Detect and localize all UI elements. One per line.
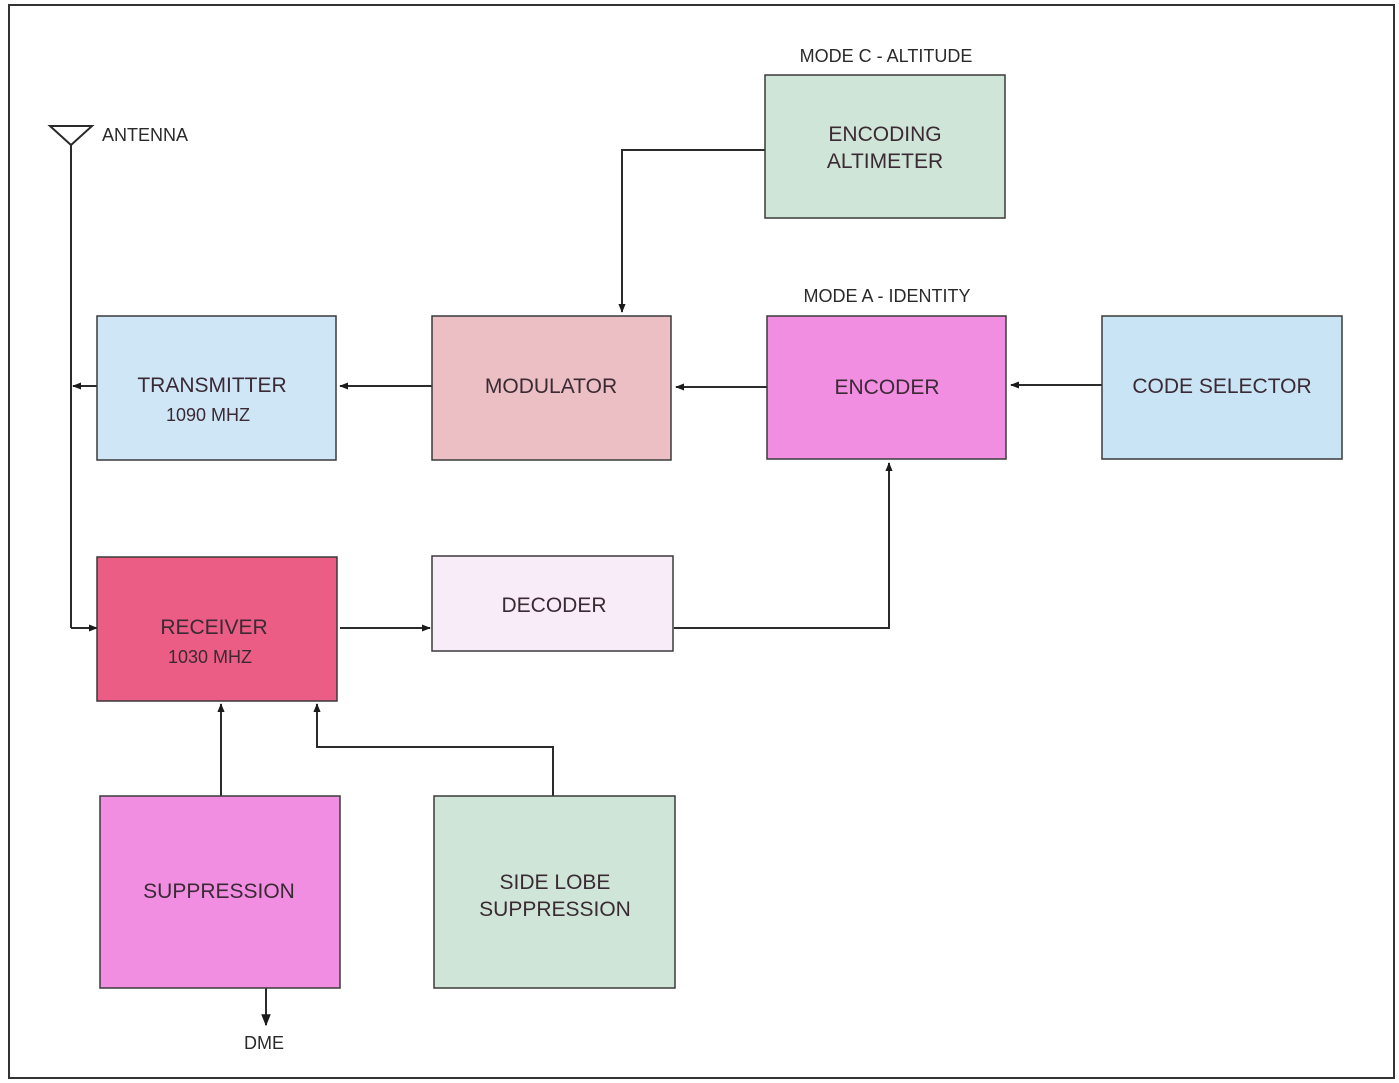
suppression-block: SUPPRESSION: [99, 795, 341, 989]
side-lobe-label-1: SIDE LOBE: [500, 871, 611, 894]
mode-c-label: MODE C - ALTITUDE: [800, 46, 973, 66]
modulator-block: MODULATOR: [431, 315, 672, 461]
code-selector-label: CODE SELECTOR: [1132, 375, 1311, 398]
suppression-label: SUPPRESSION: [143, 880, 295, 903]
encoding-altimeter-label-2: ALTIMETER: [827, 150, 943, 173]
encoding-altimeter-label-1: ENCODING: [828, 123, 941, 146]
receiver-frequency: 1030 MHZ: [168, 647, 252, 667]
transmitter-label: TRANSMITTER: [137, 374, 286, 397]
transmitter-block: TRANSMITTER 1090 MHZ: [96, 315, 337, 461]
diagram-frame: [8, 4, 1395, 1079]
side-lobe-label-2: SUPPRESSION: [479, 898, 631, 921]
side-lobe-suppression-block: SIDE LOBE SUPPRESSION: [433, 795, 676, 989]
side-lobe-to-receiver-arrow: [313, 703, 554, 796]
code-selector-block: CODE SELECTOR: [1101, 315, 1343, 460]
antenna-label: ANTENNA: [102, 125, 188, 145]
receiver-label: RECEIVER: [160, 616, 267, 639]
decoder-to-encoder-arrow: [674, 462, 893, 629]
encoder-label: ENCODER: [834, 376, 939, 399]
receiver-block: RECEIVER 1030 MHZ: [96, 556, 338, 702]
encoder-block: ENCODER: [766, 315, 1007, 460]
encoding-altimeter-block: ENCODING ALTIMETER: [764, 74, 1006, 219]
altimeter-to-modulator-arrow: [618, 149, 765, 313]
modulator-label: MODULATOR: [485, 375, 617, 398]
antenna-icon: [47, 125, 95, 147]
mode-a-label: MODE A - IDENTITY: [803, 286, 970, 306]
decoder-block: DECODER: [431, 555, 674, 652]
transmitter-frequency: 1090 MHZ: [166, 405, 250, 425]
decoder-label: DECODER: [501, 594, 606, 617]
dme-label: DME: [244, 1033, 284, 1053]
